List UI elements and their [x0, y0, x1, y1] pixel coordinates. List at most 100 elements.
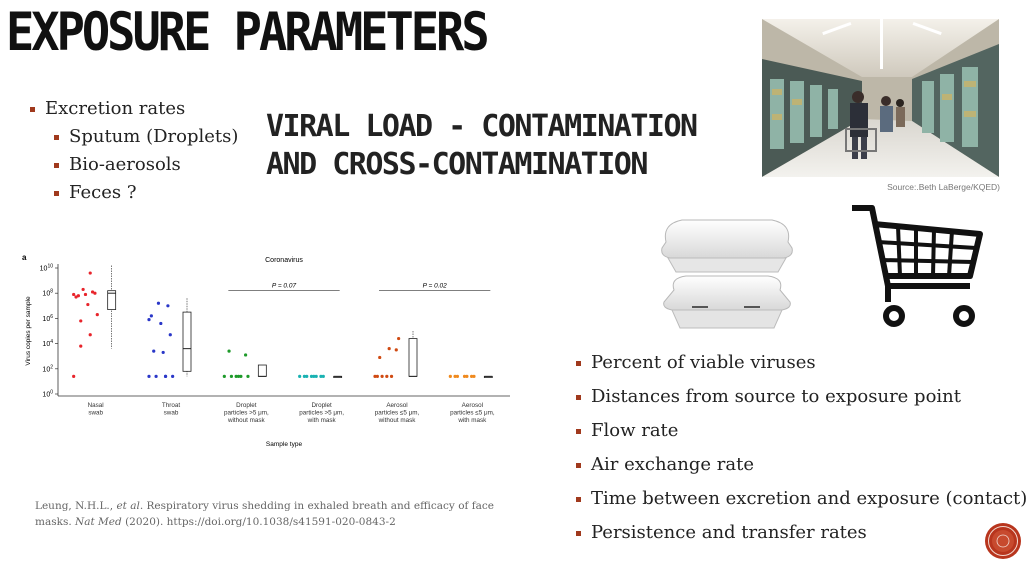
data-point: [168, 333, 172, 337]
data-point: [222, 374, 226, 378]
y-tick-label: 106: [42, 314, 53, 323]
bullet-flow-rate: Flow rate: [576, 414, 1027, 448]
data-point: [147, 318, 151, 322]
bullet-viable-viruses: Percent of viable viruses: [576, 346, 1027, 380]
data-point: [93, 291, 97, 295]
chart-title: Coronavirus: [265, 257, 303, 264]
bullet-bio-aerosols: Bio-aerosols: [54, 151, 238, 179]
data-point: [86, 302, 90, 307]
data-point: [72, 374, 76, 378]
excretion-bullet-list: Excretion rates Sputum (Droplets) Bio-ae…: [30, 95, 238, 207]
x-tick-label: with mask: [307, 417, 337, 424]
bullet-square-icon: [54, 135, 59, 140]
box-plot: [257, 364, 267, 377]
data-point: [152, 349, 156, 353]
box-plot: [408, 338, 418, 377]
slide-subtitle: VIRAL LOAD - CONTAMINATION AND CROSS-CON…: [266, 109, 698, 182]
bullet-text: Bio-aerosols: [69, 154, 181, 175]
data-point: [156, 301, 161, 305]
data-point: [394, 348, 398, 352]
data-point: [166, 304, 170, 308]
bullet-text: Time between excretion and exposure (con…: [591, 488, 1028, 509]
bullet-persistence: Persistence and transfer rates: [576, 516, 1027, 550]
x-tick-label: particles ≤5 μm,: [375, 410, 420, 417]
data-point: [462, 374, 467, 378]
bullet-time-between: Time between excretion and exposure (con…: [576, 482, 1027, 516]
bullet-square-icon: [54, 191, 59, 196]
bullet-text: Distances from source to exposure point: [591, 386, 962, 407]
y-tick-label: 1010: [40, 264, 54, 273]
data-point: [378, 355, 382, 360]
data-point: [76, 294, 80, 298]
data-point: [83, 292, 88, 297]
photo-caption: Source:.Beth LaBerge/KQED): [887, 182, 1000, 192]
x-tick-label: Droplet: [236, 402, 257, 409]
data-point: [81, 287, 85, 292]
x-tick-label: with mask: [457, 417, 487, 424]
bullet-square-icon: [576, 429, 581, 434]
data-point: [305, 374, 309, 378]
data-point: [171, 374, 175, 378]
data-point: [72, 292, 76, 297]
data-point: [453, 374, 457, 378]
shopping-cart-icon: [852, 205, 983, 327]
data-point: [389, 374, 394, 378]
data-point: [88, 271, 92, 275]
bullet-text: Persistence and transfer rates: [591, 522, 867, 543]
data-point: [161, 350, 165, 355]
data-point: [244, 353, 248, 357]
citation-journal: Nat Med: [75, 516, 122, 528]
bullet-text: Sputum (Droplets): [69, 126, 239, 147]
bullet-sputum: Sputum (Droplets): [54, 123, 238, 151]
data-point: [373, 374, 377, 378]
data-point: [90, 290, 95, 294]
p-value-label: P = 0.02: [423, 283, 448, 290]
data-point: [314, 374, 318, 378]
x-tick-label: Aerosol: [386, 402, 407, 409]
data-point: [149, 314, 153, 318]
bullet-text: Flow rate: [591, 420, 679, 441]
data-point: [74, 295, 78, 299]
data-point: [302, 374, 306, 378]
x-tick-label: particles >5 μm,: [224, 410, 269, 417]
x-tick-label: particles ≤5 μm,: [450, 410, 495, 417]
data-point: [312, 374, 316, 378]
bullet-square-icon: [576, 395, 581, 400]
x-axis-label: Sample type: [266, 441, 303, 448]
data-point: [298, 374, 302, 378]
data-point: [88, 333, 92, 337]
data-point: [375, 374, 379, 378]
bullet-square-icon: [576, 361, 581, 366]
bullet-square-icon: [576, 463, 581, 468]
x-tick-label: particles >5 μm,: [299, 410, 344, 417]
data-point: [387, 347, 391, 351]
bullet-text: Excretion rates: [45, 98, 186, 119]
x-tick-label: Throat: [162, 402, 180, 409]
data-point: [236, 374, 241, 378]
x-tick-label: without mask: [227, 417, 266, 424]
data-point: [239, 374, 243, 378]
bullet-distances: Distances from source to exposure point: [576, 380, 1027, 414]
data-point: [154, 374, 158, 378]
logo-seal-icon: [985, 523, 1021, 559]
y-axis-label: Virus copies per sample: [25, 296, 32, 366]
citation-title: Respiratory virus shedding in exhaled br…: [35, 500, 494, 528]
box-plot: [182, 311, 192, 372]
data-point: [385, 374, 389, 378]
grocery-aisle-photo: [762, 19, 999, 177]
data-point: [309, 374, 314, 378]
bullet-text: Air exchange rate: [591, 454, 755, 475]
bullet-square-icon: [576, 531, 581, 536]
data-point: [227, 349, 231, 353]
data-point: [159, 321, 163, 326]
data-point: [79, 344, 83, 348]
data-point: [79, 319, 83, 323]
data-point: [465, 374, 469, 378]
data-point: [163, 374, 168, 378]
data-point: [229, 374, 234, 378]
bullet-square-icon: [576, 497, 581, 502]
data-point: [234, 374, 238, 378]
y-tick-label: 100: [42, 390, 53, 399]
bullet-square-icon: [54, 163, 59, 168]
